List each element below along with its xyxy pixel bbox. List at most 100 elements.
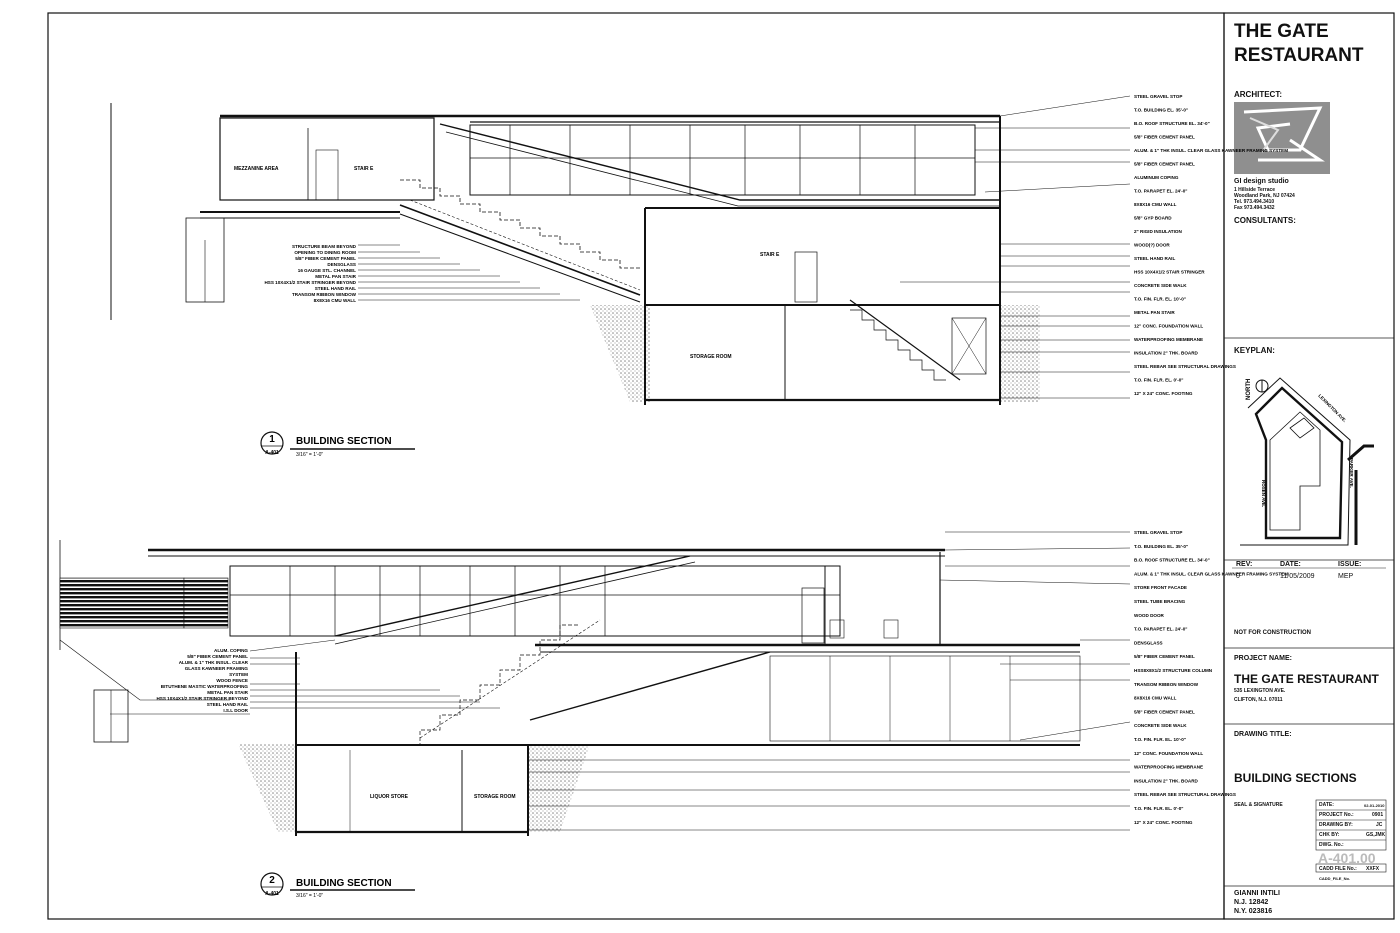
section-1-right-note-8: 8X8X16 CMU WALL: [1134, 202, 1177, 207]
section-1-right-note-18: WATERPROOFING MEMBRANE: [1134, 337, 1203, 342]
section-2-right-note-17: WATERPROOFING MEMBRANE: [1134, 765, 1203, 770]
architect-label: ARCHITECT:: [1234, 90, 1282, 99]
section-2-left-note-7: METAL PAN STAIR: [207, 690, 248, 695]
rev-row-issue: MEP: [1338, 573, 1354, 580]
section-2-sheet-ref: A-401: [265, 891, 279, 897]
info-drawn-value: JC: [1376, 822, 1383, 828]
section-1-right-note-3: 5/8" FIBER CEMENT PANEL: [1134, 135, 1195, 140]
rev-row-rev: 0: [1236, 573, 1240, 580]
section-2-right-note-10: HSS8X8X1/2 STRUCTURE COLUMN: [1134, 668, 1213, 673]
section-2-right-note-16: 12" CONC. FOUNDATION WALL: [1134, 751, 1203, 756]
section-2-right-note-5: STEEL TUBE BRACING: [1134, 599, 1186, 604]
project-address-1: 535 LEXINGTON AVE.: [1234, 688, 1286, 694]
architect-address-1: 1 Hillside Terrace: [1234, 187, 1276, 193]
info-check-value: GS,JMK: [1366, 832, 1386, 838]
section-1-left-note-7: STEEL HAND RAIL: [315, 286, 356, 291]
info-project-label: PROJECT No.:: [1319, 812, 1354, 818]
architect-address-2: Woodland Park, NJ 07424: [1234, 193, 1295, 199]
project-name: THE GATE RESTAURANT: [1234, 672, 1379, 686]
drawing-title-label: DRAWING TITLE:: [1234, 731, 1292, 738]
info-date-value: 02-01-2010: [1364, 803, 1385, 808]
section-2-room-liquor: LIQUOR STORE: [370, 794, 409, 800]
section-2-right-note-6: WOOD DOOR: [1134, 613, 1165, 618]
section-1-left-note-4: 16 GAUGE STL. CHANNEL: [298, 268, 356, 273]
section-2-right-note-21: 12" X 24" CONC. FOOTING: [1134, 820, 1193, 825]
cadd-file: CADD_FILE_No.: [1319, 876, 1351, 881]
architect-firm: GI design studio: [1234, 178, 1289, 185]
section-1-right-note-6: ALUMINUM COPING: [1134, 175, 1179, 180]
section-2-title: BUILDING SECTION: [296, 878, 392, 889]
signer-ny: N.Y. 023816: [1234, 908, 1273, 915]
section-1-left-note-3: DENSGLASS: [327, 262, 356, 267]
section-2-left-note-6: BITUTHENE MASTIC WATERPROOFING: [161, 684, 249, 689]
issue-header: ISSUE:: [1338, 561, 1362, 568]
keyplan-map: [1240, 377, 1374, 546]
drawing-title: BUILDING SECTIONS: [1234, 771, 1357, 785]
section-1-right-note-19: INSULATION 2" THK. BOARD: [1134, 351, 1199, 356]
section-2-right-note-4: STORE FRONT FACADE: [1134, 585, 1187, 590]
info-dwg-label: DWG. No.:: [1319, 842, 1344, 848]
info-date-label: DATE:: [1319, 802, 1334, 808]
section-1-right-note-4: ALUM. & 1" THK INSUL. CLEAR GLASS KAWNEE…: [1134, 148, 1288, 153]
section-2-right-note-9: 5/8" FIBER CEMENT PANEL: [1134, 654, 1195, 659]
section-2-right-note-14: CONCRETE SIDE WALK: [1134, 723, 1187, 728]
section-1-title: BUILDING SECTION: [296, 436, 392, 447]
cadd-value: XXFX: [1366, 866, 1380, 872]
section-1-left-note-0: STRUCTURE BEAM BEYOND: [292, 244, 357, 249]
section-1-right-note-12: STEEL HAND RAIL: [1134, 256, 1175, 261]
architect-logo: [1234, 102, 1330, 174]
section-1-right-note-5: 5/8" FIBER CEMENT PANEL: [1134, 162, 1195, 167]
section-1-right-note-7: T.O. PARAPET EL. 24'-0": [1134, 189, 1187, 194]
section-1-left-note-2: 5/8" FIBER CEMENT PANEL: [295, 256, 356, 261]
section-2-right-note-3: ALUM. & 1" THK INSUL. CLEAR GLASS KAWNEE…: [1134, 571, 1288, 576]
project-name-label: PROJECT NAME:: [1234, 655, 1292, 662]
keyplan-street-rosen: ROSEN AVE.: [1261, 480, 1266, 507]
section-2-scale: 3/16" = 1'-0": [296, 893, 323, 899]
section-1-left-note-5: METAL PAN STAIR: [315, 274, 356, 279]
sheet-number: A-401.00: [1318, 850, 1376, 866]
rev-header: REV:: [1236, 561, 1253, 568]
section-2-left-note-8: HSS 10X4X1/2 STAIR STRINGER BEYOND: [156, 696, 248, 701]
section-2-right-note-15: T.O. FIN. FLR. EL. 10'-0": [1134, 737, 1186, 742]
consultants-label: CONSULTANTS:: [1234, 216, 1296, 225]
section-2-left-note-10: I.S.L DOOR: [223, 708, 248, 713]
section-2-right-note-11: TRANSOM RIBBON WINDOW: [1134, 682, 1199, 687]
section-2-left-note-5: WOOD FENCE: [216, 678, 248, 683]
project-title-line1: THE GATE: [1234, 21, 1329, 42]
info-check-label: CHK BY:: [1319, 832, 1340, 838]
section-1-right-note-1: T.O. BUILDING EL. 35'-0": [1134, 108, 1188, 113]
section-1-right-note-11: WOOD(?) DOOR: [1134, 243, 1170, 248]
date-header: DATE:: [1280, 561, 1301, 568]
section-1-right-note-21: T.O. FIN. FLR. EL. 0'-0": [1134, 378, 1183, 383]
info-drawn-label: DRAWING BY:: [1319, 822, 1353, 828]
section-2-right-note-19: STEEL REBAR SEE STRUCTURAL DRAWINGS: [1134, 792, 1236, 797]
seal-label: SEAL & SIGNATURE: [1234, 802, 1283, 808]
section-1-right-note-15: T.O. FIN. FLR. EL. 10'-0": [1134, 297, 1186, 302]
info-project-value: 0901: [1372, 812, 1384, 818]
section-2-right-note-7: T.O. PARAPET EL. 24'-0": [1134, 627, 1187, 632]
section-2-left-note-3: GLASS KAWNEER FRAMING: [185, 666, 249, 671]
section-1-right-note-17: 12" CONC. FOUNDATION WALL: [1134, 324, 1203, 329]
section-1-scale: 3/16" = 1'-0": [296, 452, 323, 458]
section-1-right-note-16: METAL PAN STAIR: [1134, 310, 1175, 315]
section-2-room-storage: STORAGE ROOM: [474, 794, 516, 800]
section-1-room-mezzanine: MEZZANINE AREA: [234, 166, 279, 172]
section-1-right-note-22: 12" X 24" CONC. FOOTING: [1134, 391, 1193, 396]
section-1-left-note-9: 8X8X16 CMU WALL: [314, 298, 357, 303]
section-1-drawing: [110, 95, 1131, 455]
section-2-right-note-8: DENSGLASS: [1134, 640, 1163, 645]
section-2-left-note-2: ALUM. & 1" THK INSUL. CLEAR: [179, 660, 249, 665]
section-2-right-note-20: T.O. FIN. FLR. EL. 0'-0": [1134, 806, 1183, 811]
section-2-right-note-0: STEEL GRAVEL STOP: [1134, 530, 1182, 535]
section-2-right-note-18: INSULATION 2" THK. BOARD: [1134, 778, 1199, 783]
not-for-construction: NOT FOR CONSTRUCTION: [1234, 630, 1311, 636]
signer-name: GIANNI INTILI: [1234, 890, 1280, 897]
keyplan-label: KEYPLAN:: [1234, 346, 1275, 355]
section-1-left-note-8: TRANSOM RIBBON WINDOW: [292, 292, 357, 297]
section-1-right-note-14: CONCRETE SIDE WALK: [1134, 283, 1187, 288]
